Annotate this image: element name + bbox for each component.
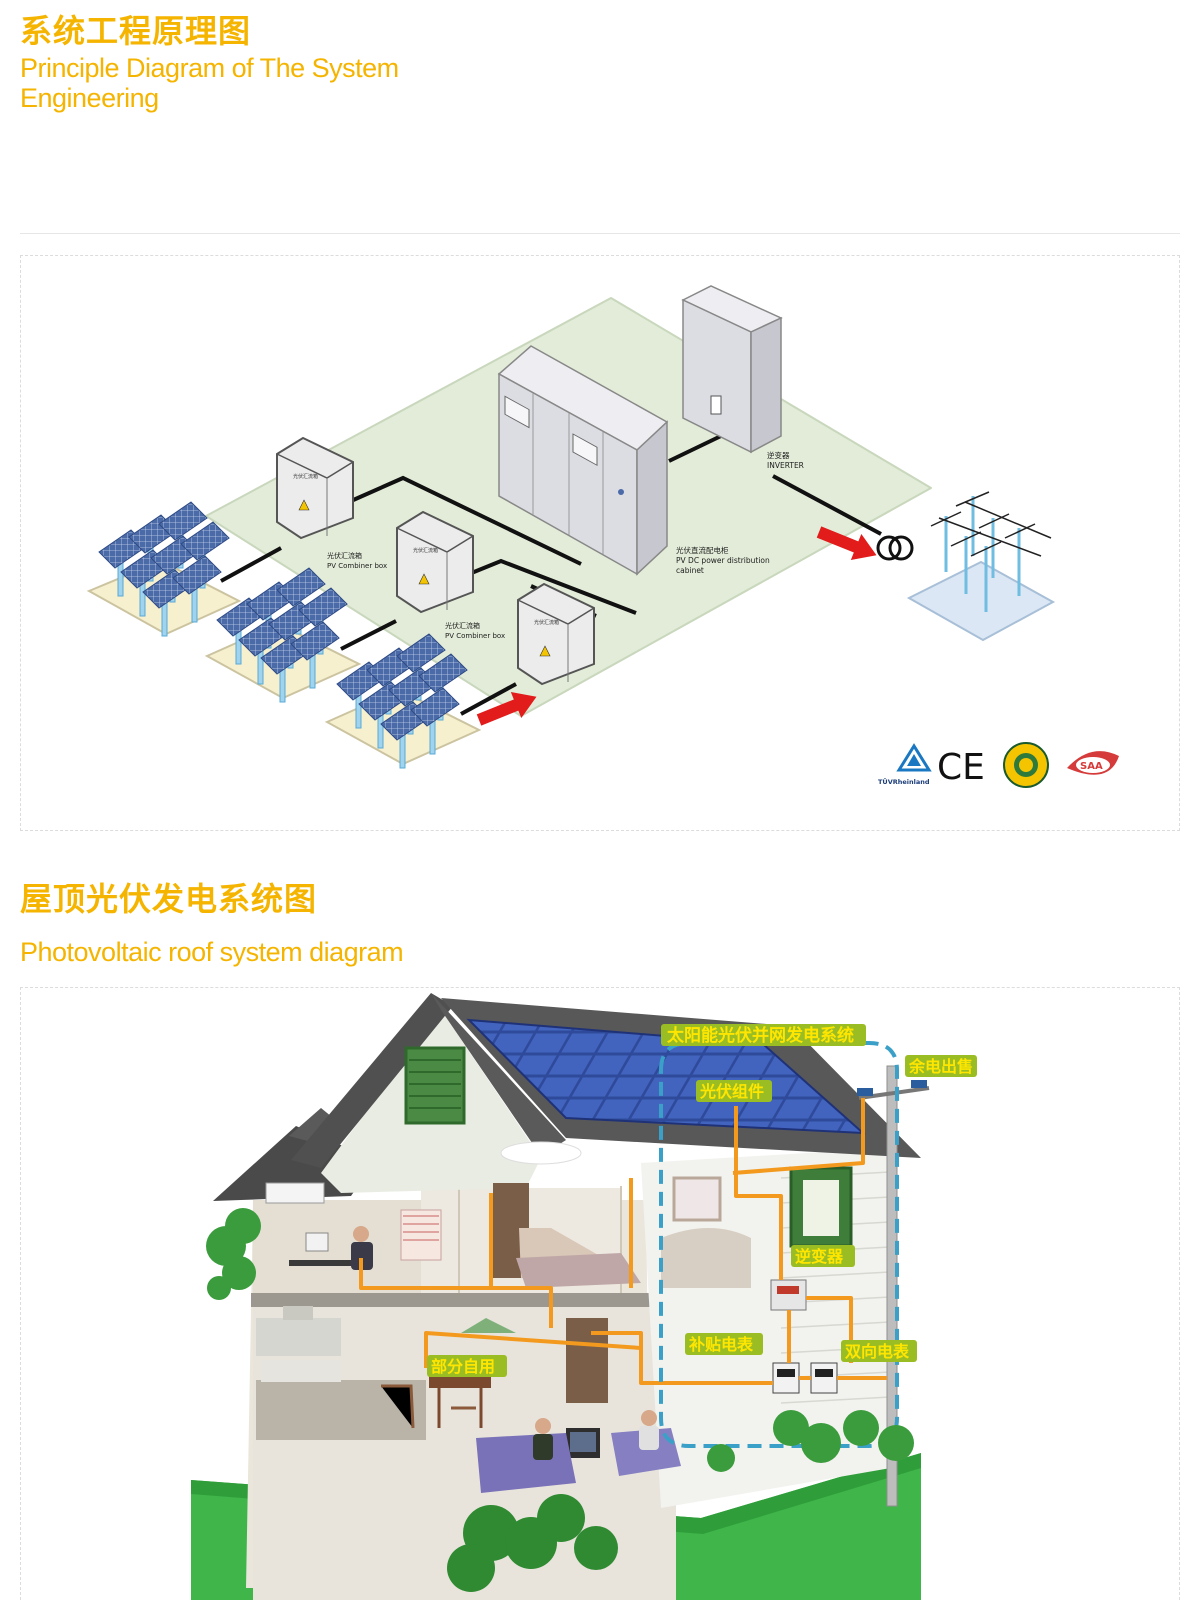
label-self-use-text: 部分自用: [431, 1357, 495, 1376]
inverter-unit: [770, 1279, 807, 1311]
kitchen-hood: [256, 1318, 341, 1356]
label-system-text: 太阳能光伏并网发电系统: [667, 1025, 854, 1046]
section1-title-en-line2: Engineering: [20, 83, 159, 113]
combiner-plate-1: 光伏汇流箱: [293, 473, 318, 480]
computer-monitor: [305, 1232, 329, 1252]
dc-wiring: [220, 434, 882, 716]
section1-title-zh: 系统工程原理图: [20, 12, 252, 50]
cert-tuv-text: TÜVRheinland: [878, 777, 930, 786]
label-self-use: 部分自用: [427, 1355, 507, 1377]
cabinet-label-zh: 光伏直流配电柜: [676, 545, 729, 555]
label-inverter: 逆变器: [791, 1245, 855, 1267]
combiner-box-1: 光伏汇流箱 光伏汇流箱 PV Combiner box: [276, 436, 387, 570]
label-subsidy-meter: 补贴电表: [685, 1333, 763, 1355]
inverter-label-zh: 逆变器: [767, 450, 790, 460]
section2-title-en: Photovoltaic roof system diagram: [20, 937, 404, 967]
combiner-box-2: 光伏汇流箱 光伏汇流箱 PV Combiner box: [396, 510, 505, 640]
combiner-plate-3: 光伏汇流箱: [534, 619, 559, 626]
subsidy-meter: [772, 1362, 800, 1394]
wall-picture: [672, 1176, 722, 1222]
section-divider: [20, 233, 1180, 234]
person-sofa: [533, 1434, 553, 1460]
roof-system-diagram: 太阳能光伏并网发电系统 余电出售 光伏组件 逆变器 补贴电表 双向电表 部分自用: [191, 993, 977, 1604]
bed: [516, 1253, 641, 1288]
headboard: [661, 1228, 751, 1288]
inverter: 逆变器 INVERTER: [681, 285, 804, 470]
cabinet-label-en-1: PV DC power distribution: [676, 556, 770, 565]
dc-distribution-cabinet: 光伏直流配电柜 PV DC power distribution cabinet: [497, 345, 770, 576]
sofa-right: [611, 1428, 681, 1476]
sofa-left: [476, 1433, 576, 1493]
label-surplus-text: 余电出售: [908, 1057, 973, 1076]
label-pv-module-text: 光伏组件: [699, 1082, 764, 1101]
transformer-icon: [876, 535, 914, 561]
section1-title-en-line1: Principle Diagram of The System: [20, 53, 399, 83]
gable-roof-edge: [291, 993, 453, 1168]
power-grid: [906, 491, 1056, 642]
section2-title-zh: 屋顶光伏发电系统图: [20, 880, 318, 918]
label-system: 太阳能光伏并网发电系统: [661, 1024, 866, 1046]
roof-system-frame: 太阳能光伏并网发电系统 余电出售 光伏组件 逆变器 补贴电表 双向电表 部分自用: [20, 987, 1180, 1604]
combiner-label-en-2: PV Combiner box: [445, 632, 505, 640]
cert-saa-text: SAA: [1080, 761, 1103, 772]
pv-array-1: [86, 501, 242, 637]
cert-saa-logo: SAA: [1067, 751, 1119, 775]
shrubs-right: [707, 1410, 914, 1472]
combiner-plate-2: 光伏汇流箱: [413, 547, 438, 554]
inverter-label-en: INVERTER: [767, 461, 804, 470]
warning-icon: [418, 573, 430, 585]
label-pv-module: 光伏组件: [696, 1080, 772, 1102]
person-office: [351, 1242, 373, 1270]
label-subsidy-meter-text: 补贴电表: [688, 1335, 754, 1354]
living-door: [566, 1318, 608, 1403]
bidirectional-meter: [810, 1362, 838, 1394]
tree-left: [206, 1208, 261, 1300]
pv-array-3: [324, 633, 482, 769]
cert-cgc-logo: [1003, 742, 1049, 788]
person-sofa-2: [639, 1426, 659, 1450]
label-inverter-text: 逆变器: [795, 1247, 844, 1266]
label-bidirectional-meter-text: 双向电表: [845, 1342, 910, 1361]
cert-tuv-logo: TÜVRheinland: [878, 743, 932, 786]
principle-diagram: 光伏汇流箱 光伏汇流箱 PV Combiner box 光伏汇流箱 光伏汇流箱 …: [86, 285, 1119, 788]
label-bidirectional-meter: 双向电表: [841, 1340, 917, 1362]
floor-slab: [251, 1293, 681, 1307]
cabinet-label-en-2: cabinet: [676, 566, 704, 575]
pv-array-2: [204, 567, 362, 703]
pendant-lamp: [461, 1318, 516, 1333]
warning-icon: [298, 499, 310, 511]
label-surplus: 余电出售: [905, 1055, 977, 1077]
air-conditioner: [265, 1182, 325, 1204]
shrubs-front: [447, 1494, 618, 1592]
combiner-label-zh-2: 光伏汇流箱: [445, 621, 480, 630]
principle-diagram-frame: 光伏汇流箱 光伏汇流箱 PV Combiner box 光伏汇流箱 光伏汇流箱 …: [20, 255, 1180, 831]
desk: [289, 1260, 359, 1266]
power-wires: [359, 1098, 887, 1385]
warning-icon: [539, 645, 551, 657]
combiner-box-3: 光伏汇流箱: [517, 582, 595, 686]
combiner-label-en-1: PV Combiner box: [327, 562, 387, 570]
combiner-label-zh-1: 光伏汇流箱: [327, 551, 362, 560]
cert-ce-logo: CE: [937, 747, 985, 788]
